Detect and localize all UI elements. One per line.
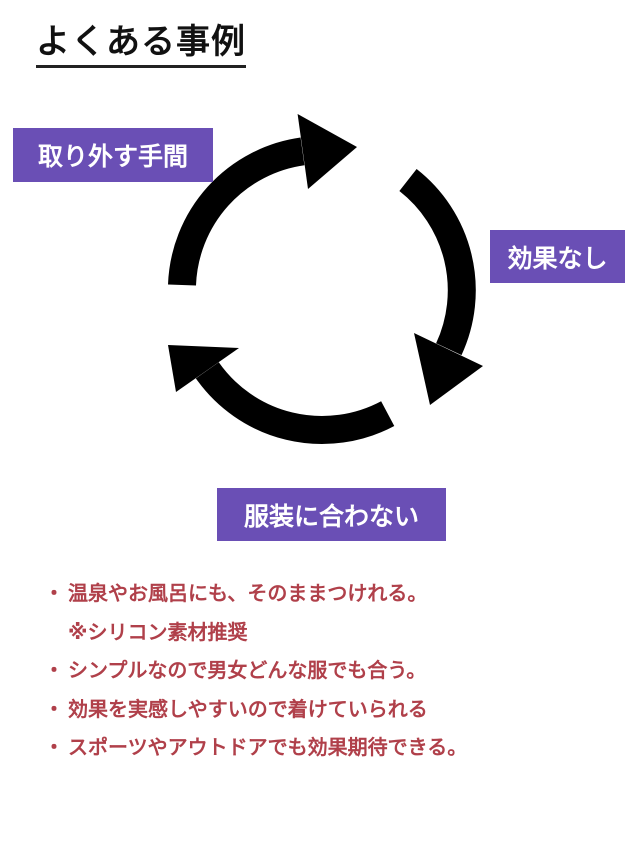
list-item: ・スポーツやアウトドアでも効果期待できる。 [44,728,467,767]
cycle-diagram [168,114,483,444]
arrowhead-2 [414,333,483,405]
list-item: ・温泉やお風呂にも、そのままつけれる。 [44,574,467,613]
feature-list: ・温泉やお風呂にも、そのままつけれる。 ※シリコン素材推奨 ・シンプルなので男女… [44,574,467,767]
list-item-text: シンプルなので男女どんな服でも合う。 [68,658,427,682]
page-title: よくある事例 [36,14,246,68]
list-item-text: スポーツやアウトドアでも効果期待できる。 [68,735,468,759]
cycle-arrow-2 [399,168,476,356]
list-item: ・効果を実感しやすいので着けていられる [44,690,467,729]
cycle-label-no-effect: 効果なし [490,230,625,283]
bullet: ・ [44,658,64,682]
bullet: ・ [44,696,64,721]
bullet: ・ [44,735,64,759]
cycle-label-removal: 取り外す手間 [13,128,213,182]
list-item-text: 温泉やお風呂にも、そのままつけれる。 [68,581,428,605]
cycle-arrow-3 [195,362,395,444]
cycle-label-outfit: 服装に合わない [217,488,446,541]
list-item: ・シンプルなので男女どんな服でも合う。 [44,651,467,690]
arrowhead-3 [168,345,239,392]
list-item-text: 効果を実感しやすいので着けていられる [68,696,428,721]
cycle-arrow-1 [168,137,305,286]
list-item-note-text: ※シリコン素材推奨 [68,619,248,644]
arrowhead-1 [297,114,357,189]
list-item-note: ※シリコン素材推奨 [44,613,467,652]
bullet: ・ [44,581,64,605]
